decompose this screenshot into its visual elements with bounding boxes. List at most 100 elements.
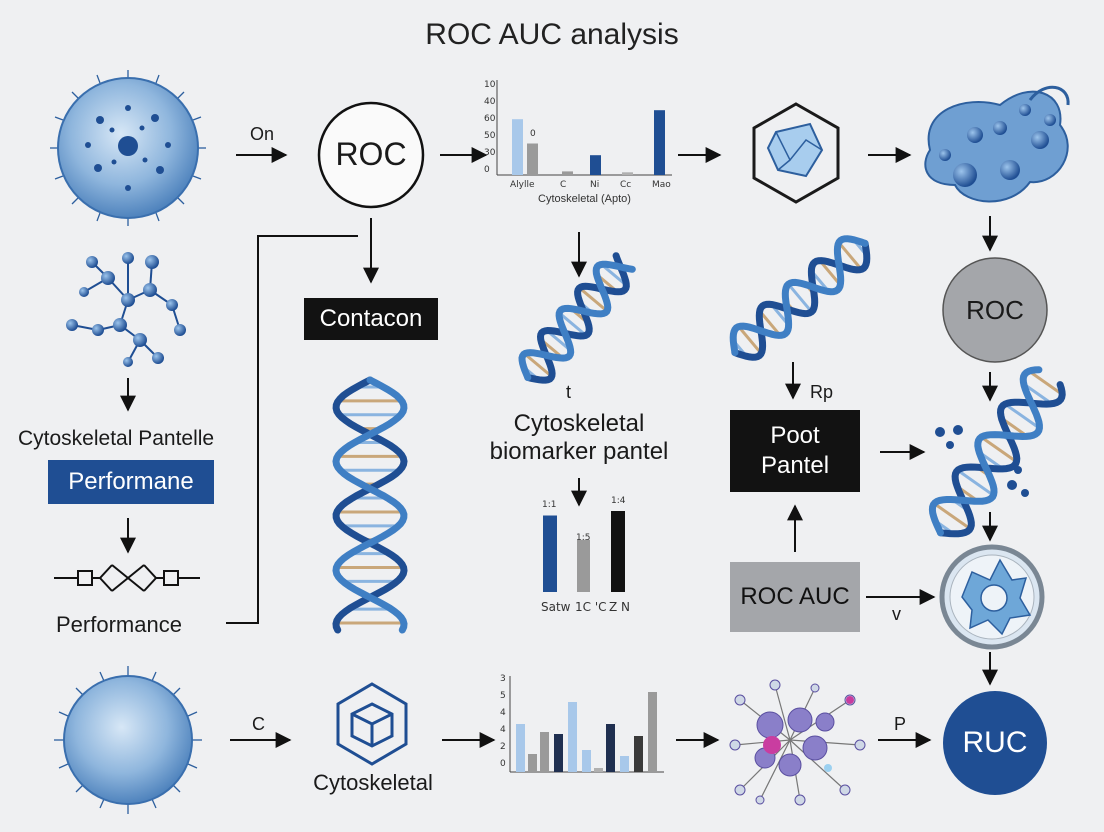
- chart1-annotation: 0: [530, 129, 536, 139]
- chart2-top-label: 1:5: [576, 533, 591, 543]
- chart1-ytick: 40: [484, 97, 496, 107]
- roc-auc-box-label: ROC AUC: [740, 583, 850, 610]
- dna-strand: [729, 235, 869, 357]
- arrow-label-on: On: [250, 124, 275, 144]
- chart1-xtick: Mao: [652, 180, 671, 190]
- dna-rung: [1022, 382, 1053, 405]
- cell-cluster-icon-top-right: [924, 85, 1070, 203]
- dna-strand: [937, 381, 1066, 538]
- chart1-ytick: 60: [484, 114, 496, 124]
- dna-helix-large: [332, 376, 408, 634]
- chart1-xlabel: Cytoskeletal (Apto): [538, 193, 631, 205]
- dna-rung: [737, 325, 763, 355]
- roc-gray-circle-label: ROC: [966, 295, 1024, 325]
- dna-rung: [600, 263, 628, 287]
- contacon-box: Contacon: [304, 298, 438, 340]
- molecule-network-icon: [66, 252, 186, 367]
- chart3-bar: [528, 754, 537, 772]
- chart1-bar: [527, 143, 538, 175]
- chart1-ytick: 10: [484, 80, 496, 90]
- cell-icon-top-left: [50, 70, 206, 226]
- roc-auc-box: ROC AUC: [730, 562, 860, 632]
- arrow-label-v: v: [892, 604, 901, 624]
- dna-rung: [787, 283, 813, 313]
- poot-pantel-box: Poot Pantel: [730, 410, 860, 492]
- chart1-bar: [590, 155, 601, 175]
- dna-strand: [332, 376, 408, 634]
- dna-helix-middle: [518, 252, 636, 384]
- chart2-top-label: 1:4: [611, 496, 626, 506]
- molecule-dots-icon: [935, 425, 1029, 497]
- roc-circle-label: ROC: [335, 136, 407, 172]
- cytoskeletal-pantelle-label: Cytoskeletal Pantelle: [18, 427, 215, 450]
- chart3-bar: [516, 724, 525, 772]
- dna-rung: [980, 435, 1018, 463]
- performance-label: Performance: [56, 612, 182, 637]
- chart1-xtick: Alylle: [510, 180, 535, 190]
- dna-rung: [1028, 369, 1064, 396]
- chart3-bar: [540, 732, 549, 772]
- cytoskeletal-label: Cytoskeletal: [313, 770, 433, 795]
- chart3-ytick: 2: [500, 742, 506, 752]
- cell-icon-bottom-left: [54, 666, 202, 814]
- chart2-xtick: Satw: [541, 600, 571, 614]
- chart1-bar: [622, 172, 633, 175]
- chart2-xtick: Z N: [609, 600, 631, 614]
- chart3-bar: [620, 756, 629, 772]
- circuit-symbol-icon: [54, 564, 200, 592]
- chart3-ytick: 0: [500, 759, 506, 769]
- dna-strand: [524, 252, 630, 384]
- dna-strand: [928, 366, 1043, 537]
- chart3-bar: [568, 702, 577, 772]
- dna-rung: [558, 311, 587, 337]
- chart1-ytick: 0: [484, 165, 490, 175]
- dna-rung: [578, 286, 608, 313]
- chart3-ytick: 4: [500, 708, 506, 718]
- chart3-bar: [582, 750, 591, 772]
- chart3-ytick: 3: [500, 674, 506, 684]
- bar-chart-1-axes: [496, 80, 672, 176]
- arrow-label-c: C: [252, 714, 265, 734]
- roc-gray-circle: [942, 257, 1048, 363]
- ruc-circle: [943, 691, 1047, 795]
- cell-in-ring-icon: [939, 544, 1045, 650]
- page-title: ROC AUC analysis: [425, 18, 679, 51]
- dna-rung: [1004, 402, 1041, 430]
- dna-strand: [731, 239, 871, 361]
- chart3-bar: [606, 724, 615, 772]
- chart3-ytick: 4: [500, 725, 506, 735]
- chart1-xtick: Ni: [590, 180, 600, 190]
- performance-box: Performane: [48, 460, 214, 504]
- dna-rung: [818, 259, 842, 286]
- chart3-bar: [554, 734, 563, 772]
- dna-rung: [933, 502, 972, 530]
- performance-box-label: Performane: [68, 468, 194, 495]
- arrow-label-p: P: [894, 714, 907, 734]
- chart1-bar: [512, 119, 523, 175]
- dna-helix-far-right: [928, 366, 1066, 538]
- poot-pantel-label: Poot Pantel: [760, 422, 830, 479]
- dna-rung: [523, 352, 553, 378]
- chart2-bar: [543, 515, 557, 592]
- chart1-xtick: C: [560, 180, 567, 190]
- chart1-ytick: 50: [484, 131, 496, 141]
- chart3-bar: [594, 768, 603, 772]
- chart1-bar: [562, 171, 573, 175]
- chart3-bar: [634, 736, 643, 772]
- biomarker-panel-label: Cytoskeletal biomarker pantel: [489, 410, 669, 465]
- contacon-box-label: Contacon: [319, 305, 423, 332]
- chart3-bar: [648, 692, 657, 772]
- chart1-ytick: 30: [484, 148, 496, 158]
- protein-network-icon: [729, 679, 866, 806]
- roc-circle: [317, 101, 425, 209]
- chart2-bar: [611, 511, 625, 592]
- dna-helix-right: [729, 235, 871, 361]
- ruc-circle-label: RUC: [962, 726, 1028, 759]
- chart2-bar: [577, 539, 590, 592]
- dna-rung: [837, 241, 863, 271]
- arrow-label-rp: Rp: [810, 382, 834, 402]
- polyhedron-hexagon-icon: [752, 102, 840, 204]
- chart1-xtick: Cc: [620, 180, 632, 190]
- chart3-ytick: 5: [500, 691, 506, 701]
